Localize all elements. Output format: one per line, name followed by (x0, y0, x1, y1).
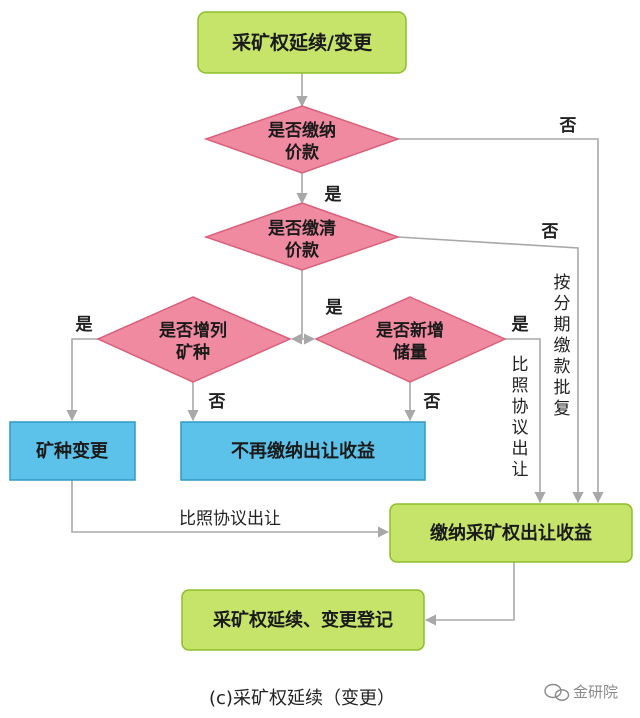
decision3-line2: 矿种 (176, 342, 210, 363)
label-d1-no: 否 (559, 116, 577, 136)
register-label: 采矿权延续、变更登记 (212, 609, 393, 631)
edge-d4-yes (505, 338, 546, 504)
decision-pay-clear: 是否缴清 价款 (203, 202, 401, 271)
watermark-label: 金研院 (573, 683, 618, 701)
agreement-vertical-label: 比照协议出让 (512, 355, 529, 480)
pay-income-node: 缴纳采矿权出让收益 (389, 503, 633, 563)
connectors (66, 73, 604, 626)
change-mineral-node: 矿种变更 (9, 421, 136, 481)
decision-add-mineral: 是否增列 矿种 (96, 296, 292, 383)
vertical-char: 期 (554, 315, 571, 335)
edge-pay-register (424, 562, 515, 626)
vertical-char: 议 (512, 418, 529, 438)
vertical-char: 比 (512, 355, 529, 375)
start-label: 采矿权延续/变更 (232, 31, 373, 54)
label-d2-no: 否 (541, 222, 559, 242)
wechat-icon (544, 683, 570, 701)
vertical-char: 照 (512, 376, 529, 396)
label-d4-yes: 是 (512, 315, 529, 335)
decision4-line1: 是否新增 (376, 320, 444, 341)
edge-labels: 否 是 否 是 是 是 否 否 (76, 116, 577, 412)
decision2-line1: 是否缴清 (268, 218, 336, 239)
decision-pay-price: 是否缴纳 价款 (203, 105, 401, 174)
vertical-char: 协 (512, 397, 529, 417)
vertical-char: 缴 (554, 336, 571, 356)
pay-income-label: 缴纳采矿权出让收益 (430, 522, 592, 544)
edge-d2-no (397, 236, 584, 504)
decision-new-reserves: 是否新增 储量 (314, 296, 507, 383)
start-node: 采矿权延续/变更 (197, 11, 407, 74)
decision4-line2: 储量 (393, 342, 427, 363)
register-node: 采矿权延续、变更登记 (181, 589, 425, 651)
edge-change-pay (71, 480, 390, 538)
vertical-char: 分 (554, 294, 571, 314)
vertical-char: 按 (554, 273, 571, 293)
vertical-char: 让 (512, 460, 529, 480)
no-more-payment-label: 不再缴纳出让收益 (231, 440, 375, 462)
vertical-char: 出 (512, 439, 529, 459)
label-d2-yes: 是 (326, 298, 343, 318)
caption: (c)采矿权延续（变更） (209, 688, 395, 709)
watermark: 金研院 (544, 683, 618, 701)
decision1-line2: 价款 (285, 142, 320, 163)
agreement-horizontal-label: 比照协议出让 (179, 509, 281, 529)
decision2-line2: 价款 (285, 240, 320, 261)
label-d1-yes: 是 (325, 185, 342, 205)
decision1-line1: 是否缴纳 (268, 120, 336, 141)
label-d3-yes: 是 (76, 315, 93, 335)
vertical-char: 复 (554, 399, 571, 419)
label-d3-no: 否 (208, 392, 226, 412)
label-d4-no: 否 (423, 392, 441, 412)
edge-d1-no (398, 138, 604, 504)
vertical-char: 款 (554, 357, 571, 377)
decision3-line1: 是否增列 (159, 320, 227, 341)
vertical-char: 批 (554, 378, 571, 398)
edge-d3-yes (66, 338, 98, 422)
no-more-payment-node: 不再缴纳出让收益 (180, 421, 426, 481)
change-mineral-label: 矿种变更 (36, 440, 109, 462)
